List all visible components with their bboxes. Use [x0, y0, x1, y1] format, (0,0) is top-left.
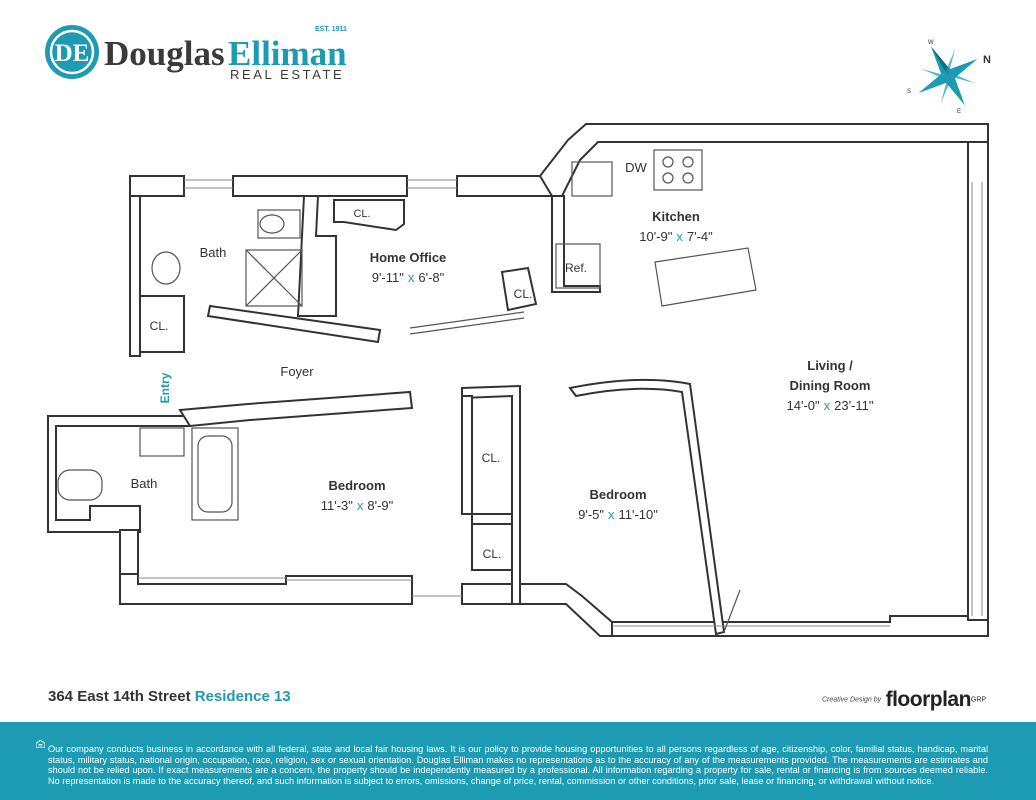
compass-shade	[931, 46, 950, 76]
wall	[119, 571, 413, 605]
compass-w-label: W	[928, 40, 934, 46]
label-bedroom-1: Bedroom	[328, 478, 385, 493]
compass-n-label: N	[983, 54, 991, 66]
douglas-elliman-logo: DE Douglas Elliman EST. 1911 REAL ESTATE	[45, 25, 347, 82]
wall	[461, 583, 613, 637]
wall	[206, 304, 382, 344]
burner-icon	[662, 156, 674, 168]
compass-sw	[940, 76, 953, 104]
logo-tagline: REAL ESTATE	[230, 67, 344, 82]
credit-suffix: GRP	[970, 696, 987, 704]
label-living-2: Dining Room	[790, 378, 871, 393]
footer-band	[0, 722, 1036, 800]
shower-icon	[245, 249, 303, 307]
exterior-walls	[47, 123, 989, 637]
compass-south-arrow	[946, 76, 965, 106]
label-bedroom-2: Bedroom	[589, 487, 646, 502]
floor-plan: DE Douglas Elliman EST. 1911 REAL ESTATE…	[45, 25, 991, 637]
logo-name-douglas: Douglas	[104, 34, 225, 73]
property-address: 364 East 14th Street Residence 13	[48, 688, 291, 705]
credit-brand: floorplan	[885, 688, 972, 711]
label-bath-1: Bath	[200, 245, 227, 260]
compass-ne	[943, 48, 956, 76]
compass-s-label: S	[907, 89, 911, 95]
door	[723, 589, 741, 633]
compass-west-arrow	[918, 74, 948, 93]
address-street: 364 East 14th Street	[48, 688, 191, 705]
label-entry: Entry	[158, 372, 172, 403]
wall	[129, 175, 185, 197]
toilet-bowl-icon	[259, 214, 285, 234]
refrigerator-icon	[555, 243, 601, 289]
logo-name-elliman: Elliman	[228, 34, 347, 73]
closet-wall	[471, 523, 513, 571]
compass-e-label: E	[957, 109, 961, 115]
label-closet: CL.	[482, 451, 501, 465]
compass-rose	[918, 46, 978, 106]
toilet-icon	[57, 469, 103, 501]
label-closet: CL.	[353, 208, 370, 220]
wall	[471, 513, 513, 525]
kitchen-island	[654, 247, 757, 307]
logo-circle	[45, 25, 99, 79]
wall	[119, 529, 139, 575]
label-bath-2: Bath	[131, 476, 158, 491]
fixtures	[57, 149, 757, 633]
bathtub-icon	[191, 427, 239, 521]
label-dishwasher: DW	[625, 160, 647, 175]
wall	[500, 266, 538, 312]
design-credit: Creative Design by floorplanGRP	[822, 688, 986, 712]
burner-icon	[682, 172, 694, 184]
wall	[296, 195, 337, 317]
kitchen-sink-icon	[571, 161, 613, 197]
credit-prefix: Creative Design by	[822, 696, 882, 704]
compass-se	[948, 71, 976, 84]
wall	[47, 415, 191, 533]
label-closet: CL.	[150, 319, 169, 333]
closet-wall	[139, 295, 185, 353]
wall	[178, 390, 414, 428]
stove-icon	[653, 149, 703, 191]
label-closet: CL.	[514, 287, 533, 301]
logo-monogram: DE	[55, 40, 90, 67]
sliding-door	[409, 317, 525, 335]
label-living-1: Living /	[807, 358, 853, 373]
label-refrigerator: Ref.	[565, 261, 587, 275]
label-foyer: Foyer	[280, 364, 314, 379]
wall	[333, 199, 405, 232]
compass-east-arrow	[948, 59, 978, 78]
windows	[138, 179, 983, 627]
vanity-icon	[139, 427, 185, 457]
legal-disclaimer: Our company conducts business in accorda…	[48, 744, 988, 786]
wall	[967, 141, 989, 637]
burner-icon	[662, 172, 674, 184]
wall	[461, 395, 473, 515]
equal-housing-icon	[36, 740, 45, 748]
logo-established: EST. 1911	[315, 26, 347, 33]
compass-nw	[920, 68, 948, 81]
sliding-door	[409, 311, 525, 329]
wall	[456, 175, 553, 197]
toilet-icon	[257, 209, 301, 239]
sink-icon	[151, 251, 181, 285]
burner-icon	[682, 156, 694, 168]
shower-diagonal	[245, 249, 303, 307]
wall	[232, 175, 408, 197]
wall	[129, 195, 141, 357]
wall	[568, 378, 726, 636]
bathtub-inner	[197, 435, 233, 513]
address-residence: Residence 13	[194, 688, 291, 705]
label-closet: CL.	[483, 547, 502, 561]
logo-ring	[49, 29, 95, 75]
label-home-office: Home Office	[370, 250, 447, 265]
label-kitchen: Kitchen	[652, 209, 700, 224]
wall	[538, 123, 989, 197]
